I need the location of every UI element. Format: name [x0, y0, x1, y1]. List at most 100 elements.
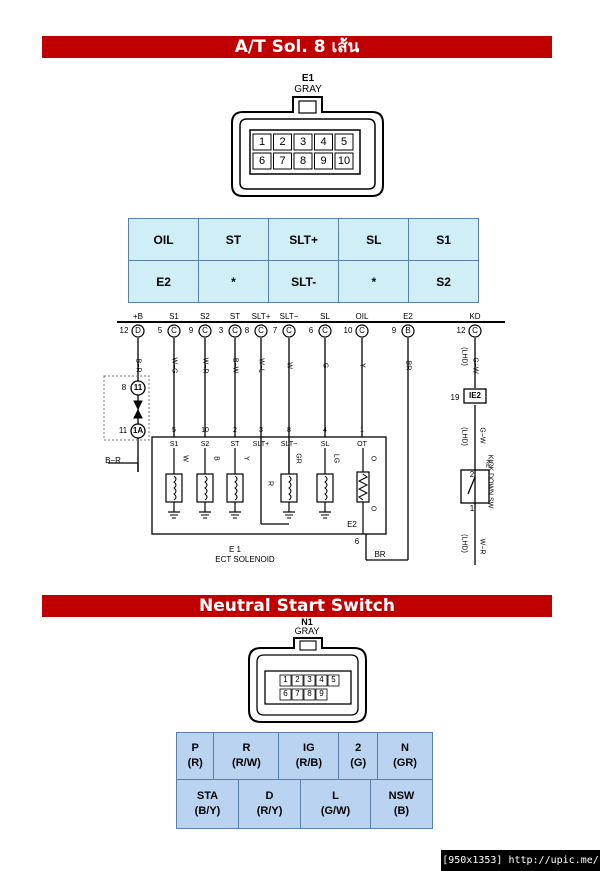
pin-cell: SL: [338, 218, 410, 261]
terminal-name: ST: [229, 312, 241, 321]
solenoid-coil: [196, 473, 214, 503]
terminal-letter: C: [286, 326, 292, 335]
connector-pin-number: 4: [319, 675, 324, 684]
terminal-pin: 12: [456, 326, 466, 335]
pin-cell: S1: [408, 218, 479, 261]
terminal-name: E2: [403, 312, 413, 321]
coil-winding: [173, 475, 177, 501]
solenoid-coil: [316, 473, 334, 503]
connector-pin-number: 1: [283, 675, 288, 684]
pin-cell: R(R/W): [213, 732, 280, 780]
pin-cell: IG(R/B): [278, 732, 340, 780]
lhd-label-2: (LHD): [460, 427, 468, 446]
pin-cell: *: [198, 260, 269, 303]
lhd-label-3: (LHD): [460, 534, 468, 553]
pin-cell: L(G/W): [300, 779, 371, 829]
section-title-neutral-start-switch: Neutral Start Switch: [42, 595, 552, 617]
connector-pin-number: 10: [337, 155, 351, 167]
terminal-letter: C: [472, 326, 478, 335]
left-wire-color: B−R: [105, 456, 121, 465]
terminal-name: OIL: [355, 312, 369, 321]
n1-pin-table-row2: STA(B/Y) D(R/Y) L(G/W) NSW(B): [175, 779, 434, 829]
pin-cell: ST: [198, 218, 269, 261]
solenoid-label: SLT+: [252, 441, 270, 448]
connector-pin-number: 2: [295, 675, 300, 684]
terminal-pin: 10: [343, 326, 353, 335]
terminal-letter: C: [258, 326, 264, 335]
wire-color-label: W: [285, 362, 293, 369]
connector-pin-number: 5: [340, 136, 348, 148]
connector-pin-number: 8: [299, 155, 307, 167]
pin-cell: P(R): [175, 732, 215, 780]
connector-pin-number: 6: [258, 155, 266, 167]
pin-cell: SLT+: [267, 218, 340, 261]
lhd-label-1: (LHD): [460, 347, 468, 366]
terminal-pin: 8: [244, 326, 250, 335]
e2-label: E2: [347, 520, 357, 529]
coil-winding: [204, 475, 208, 501]
connector-pin-number: 8: [307, 689, 312, 698]
pin-cell: SLT-: [267, 260, 340, 303]
terminal-letter: C: [202, 326, 208, 335]
connector-pin-number: 2: [279, 136, 286, 148]
junction-1-label: 11: [133, 383, 143, 392]
terminal-name: SLT−: [279, 312, 299, 321]
wire-color-label: W−G: [170, 357, 178, 374]
pin-cell: *: [338, 260, 410, 303]
ie2-label: IE2: [468, 391, 481, 400]
wire-color-gw-2: G−W: [478, 427, 486, 444]
inner-wire-color: LG: [332, 453, 340, 464]
ecu-subtitle: ECT SOLENOID: [215, 555, 275, 564]
pin-cell: E2: [127, 260, 200, 303]
connector-pin-number: 6: [283, 689, 288, 698]
connector-pin-number: 3: [299, 136, 307, 148]
footer-watermark: [950x1353] http://upic.me/: [441, 850, 600, 871]
terminal-letter: C: [359, 326, 365, 335]
br-bottom-label: BR: [374, 550, 386, 559]
connector-pin-number: 7: [279, 155, 286, 167]
inner-wire-color: W: [181, 455, 189, 462]
e1-pin-table: OIL ST SLT+ SL S1 E2 * SLT- * S2: [127, 218, 479, 303]
pin-cell: 2(G): [338, 732, 379, 780]
inner-wire-color: Y: [242, 456, 250, 461]
inner-wire-color: O: [369, 455, 377, 462]
solenoid-coil: [280, 473, 298, 503]
n1-pin-table: P(R) R(R/W) IG(R/B) 2(G) N(GR): [175, 732, 433, 780]
connector-pin-number: 9: [319, 689, 324, 698]
terminal-letter: B: [405, 326, 411, 335]
kd-pin-2: 2: [469, 470, 475, 479]
wire-color-label: G: [321, 362, 329, 369]
ie2-pin: 19: [450, 393, 460, 402]
connector-pin-number: 7: [295, 689, 300, 698]
pin-cell: N(GR): [377, 732, 433, 780]
junction-2-pin: 11: [118, 426, 128, 435]
connector-pin-number: 3: [307, 675, 312, 684]
inner-wire-color: GR: [294, 453, 302, 464]
solenoid-pin-number: 4: [323, 427, 327, 434]
kd-pin-1: 1: [469, 504, 475, 513]
pin-cell: OIL: [127, 218, 200, 261]
ecu-name: E 1: [228, 545, 241, 554]
solenoid-coil: [226, 473, 244, 503]
solenoid-coil: [165, 473, 183, 503]
connector-n1-name: N1: [301, 617, 313, 627]
pin-cell: D(R/Y): [238, 779, 302, 829]
terminal-name: S2: [200, 312, 210, 321]
connector-e1-color: GRAY: [294, 84, 322, 95]
pin6-label: 6: [354, 537, 360, 546]
oil-temp-sensor: [356, 471, 370, 503]
terminal-name: +B: [132, 312, 143, 321]
pin-cell: S2: [408, 260, 479, 303]
solenoid-label: S2: [200, 441, 210, 448]
terminal-pin: 6: [308, 326, 314, 335]
solenoid-pin-number: 3: [259, 427, 263, 434]
kick-down-switch-label: KICK DOWN SW: [486, 454, 494, 509]
inner-wire-color: O: [369, 505, 377, 512]
connector-pin-number: 5: [331, 675, 336, 684]
solenoid-pin-number: 2: [233, 427, 237, 434]
connector-n1-color: GRAY: [294, 626, 320, 636]
solenoid-label: S1: [169, 441, 179, 448]
solenoid-label: SLT−: [280, 441, 298, 448]
terminal-pin: 7: [272, 326, 278, 335]
solenoid-label: OT: [357, 441, 367, 448]
